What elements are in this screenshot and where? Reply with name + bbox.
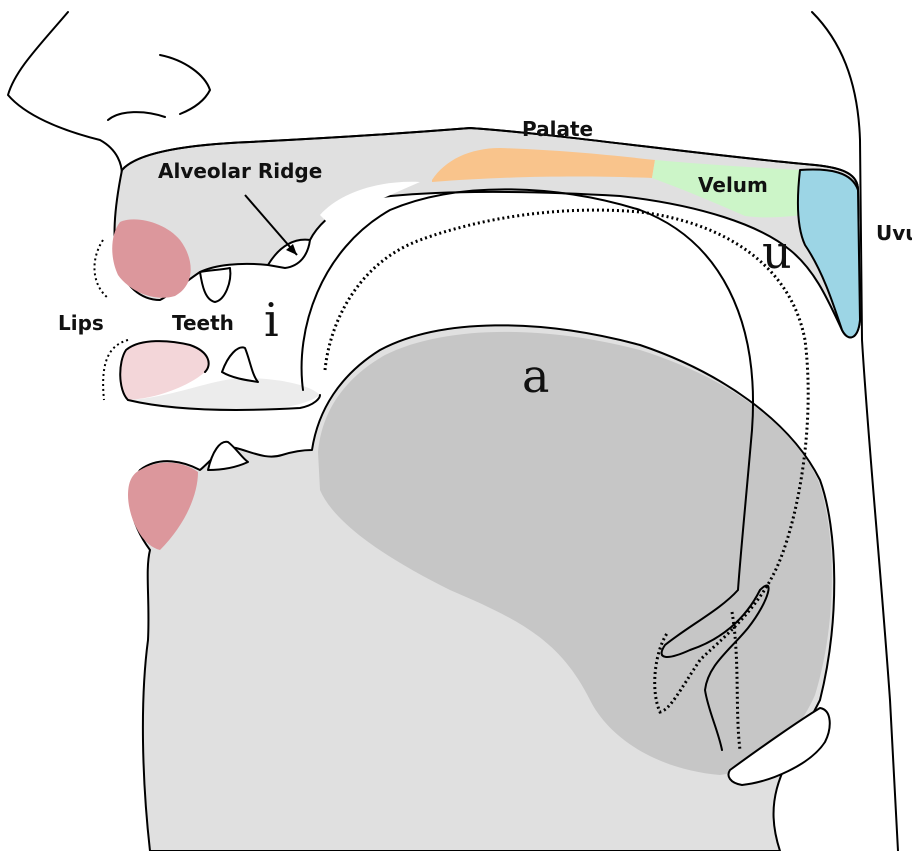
label-lips: Lips: [58, 311, 104, 335]
label-teeth: Teeth: [172, 311, 234, 335]
label-uvula: Uvu: [876, 221, 912, 245]
nose-outline: [8, 12, 122, 175]
label-palate: Palate: [522, 117, 593, 141]
label-velum: Velum: [698, 173, 768, 197]
vowel-a: a: [522, 349, 549, 403]
upper-tooth: [200, 268, 230, 302]
nostril-outline: [108, 112, 165, 120]
lower-tooth: [222, 347, 258, 382]
label-alveolar-ridge: Alveolar Ridge: [158, 159, 322, 183]
nose-wing-outline: [160, 55, 210, 114]
lips-dotted-upper: [94, 240, 108, 298]
vowel-i: i: [264, 293, 279, 347]
vowel-u: u: [762, 225, 792, 279]
